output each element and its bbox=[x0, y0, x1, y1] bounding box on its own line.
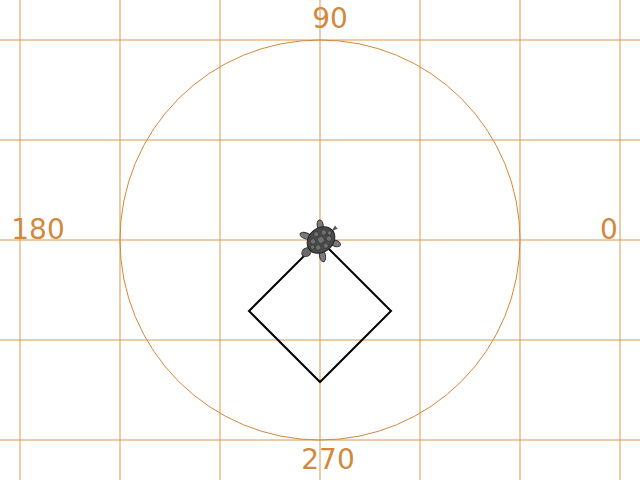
unit-circle bbox=[120, 40, 520, 440]
square-path bbox=[249, 240, 391, 382]
turtle-icon bbox=[290, 212, 349, 270]
angle-label: 0 bbox=[600, 216, 618, 244]
angle-label: 180 bbox=[11, 216, 64, 244]
angle-label: 90 bbox=[312, 5, 348, 33]
angle-label: 270 bbox=[301, 446, 354, 474]
